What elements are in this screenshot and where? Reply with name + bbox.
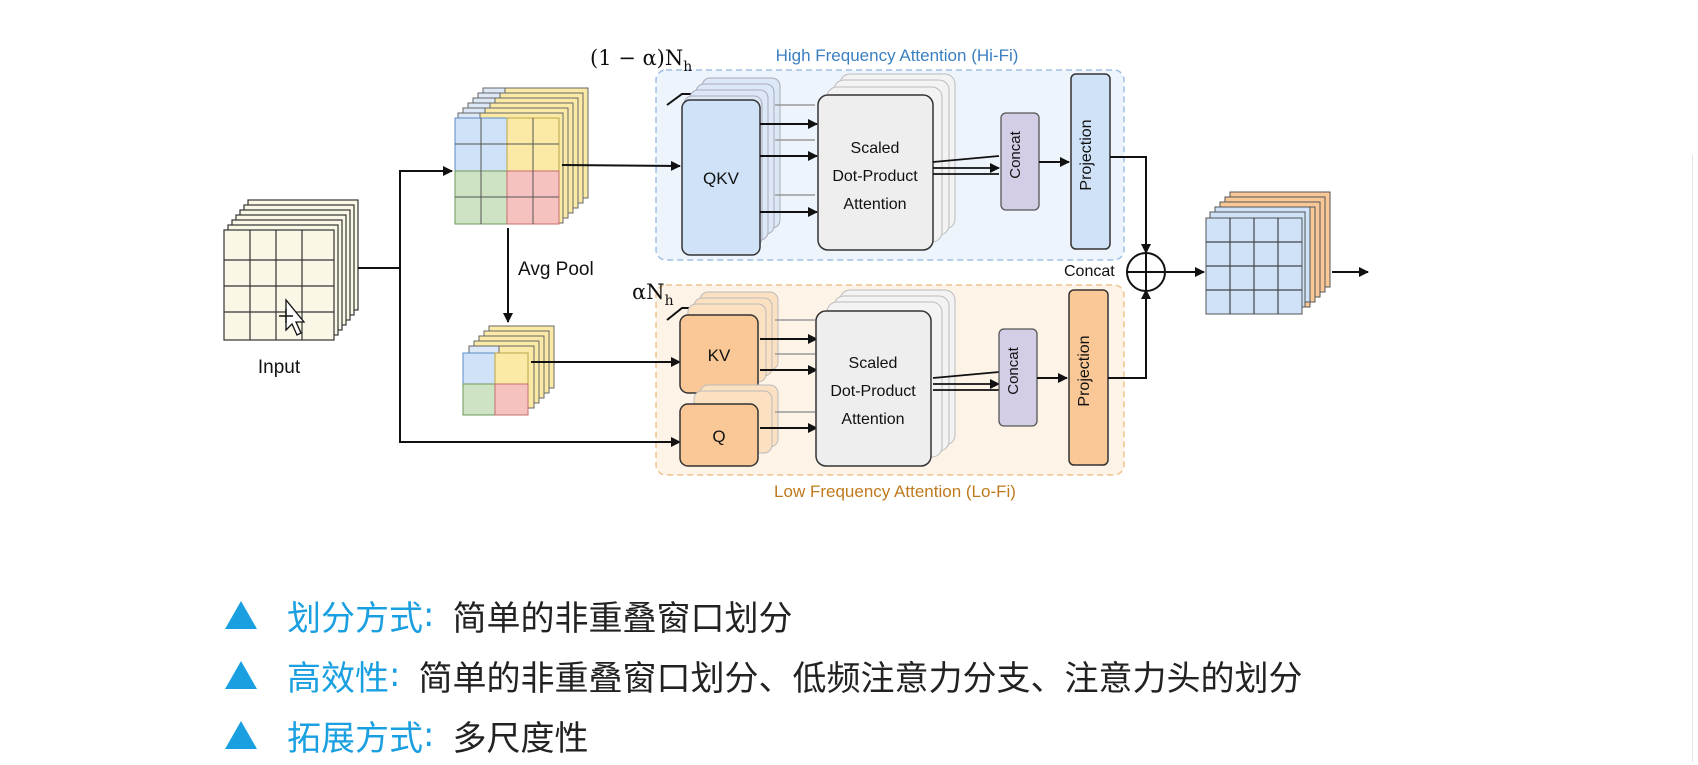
hifi-concat-block: Concat	[1000, 112, 1040, 211]
bullet-item: 拓展方式 : 多尺度性	[225, 705, 1302, 765]
qkv-block: QKV	[681, 77, 781, 256]
bullet-item: 高效性 : 简单的非重叠窗口划分、低频注意力分支、注意力头的划分	[225, 645, 1302, 705]
qkv-label: QKV	[703, 169, 740, 188]
bullet-separator: :	[423, 595, 435, 635]
hifi-title: High Frequency Attention (Hi-Fi)	[776, 46, 1019, 65]
bullet-key: 高效性	[287, 658, 389, 699]
cursor-icon	[279, 298, 306, 336]
bullet-key: 拓展方式	[287, 718, 423, 759]
bullet-value: 简单的非重叠窗口划分	[452, 598, 793, 639]
kv-block: KV	[679, 291, 779, 394]
lofi-heads-label: αNh	[632, 280, 674, 309]
pooled-feature-map	[462, 325, 555, 416]
bullet-value: 简单的非重叠窗口划分、低频注意力分支、注意力头的划分	[418, 658, 1303, 699]
bullet-key: 划分方式	[287, 598, 423, 639]
bullet-item: 划分方式 : 简单的非重叠窗口划分	[225, 585, 1302, 645]
triangle-bullet-icon	[225, 721, 257, 749]
right-edge-divider	[1692, 155, 1693, 762]
hifi-sdpa-line2: Dot-Product	[832, 168, 918, 185]
lofi-concat-label: Concat	[1005, 346, 1022, 394]
lofi-projection-label: Projection	[1076, 335, 1093, 406]
input-label: Input	[258, 357, 301, 378]
avg-pool-label: Avg Pool	[518, 259, 594, 280]
output-feature-map	[1205, 191, 1331, 315]
q-label: Q	[712, 427, 725, 446]
lofi-concat-block: Concat	[998, 328, 1038, 427]
hifi-heads-label: (1 − α)Nh	[590, 46, 692, 75]
kv-label: KV	[708, 346, 731, 365]
bullet-separator: :	[423, 715, 435, 755]
q-block: Q	[679, 384, 779, 467]
bullet-separator: :	[389, 655, 401, 695]
triangle-bullet-icon	[225, 661, 257, 689]
lofi-sdpa-block: Scaled Dot-Product Attention	[815, 289, 956, 467]
triangle-bullet-icon	[225, 601, 257, 629]
hifi-sdpa-line3: Attention	[843, 196, 906, 213]
hifi-sdpa-line1: Scaled	[851, 140, 900, 157]
hifi-feature-map	[454, 87, 589, 225]
hifi-projection-block: Projection	[1070, 73, 1111, 250]
hilo-attention-diagram: High Frequency Attention (Hi-Fi) Low Fre…	[223, 46, 1369, 501]
lofi-title: Low Frequency Attention (Lo-Fi)	[774, 482, 1016, 501]
lofi-sdpa-line3: Attention	[841, 411, 904, 428]
lofi-sdpa-line1: Scaled	[849, 355, 898, 372]
bullet-list: 划分方式 : 简单的非重叠窗口划分 高效性 : 简单的非重叠窗口划分、低频注意力…	[225, 585, 1302, 765]
lofi-sdpa-line2: Dot-Product	[830, 383, 916, 400]
input-feature-map	[223, 199, 359, 341]
bullet-value: 多尺度性	[452, 718, 589, 759]
lofi-projection-block: Projection	[1068, 289, 1109, 466]
hifi-concat-label: Concat	[1007, 130, 1024, 178]
merge-plus-icon	[1126, 252, 1166, 292]
hifi-projection-label: Projection	[1078, 119, 1095, 190]
hifi-sdpa-block: Scaled Dot-Product Attention	[817, 73, 956, 251]
merge-concat-label: Concat	[1064, 263, 1115, 280]
